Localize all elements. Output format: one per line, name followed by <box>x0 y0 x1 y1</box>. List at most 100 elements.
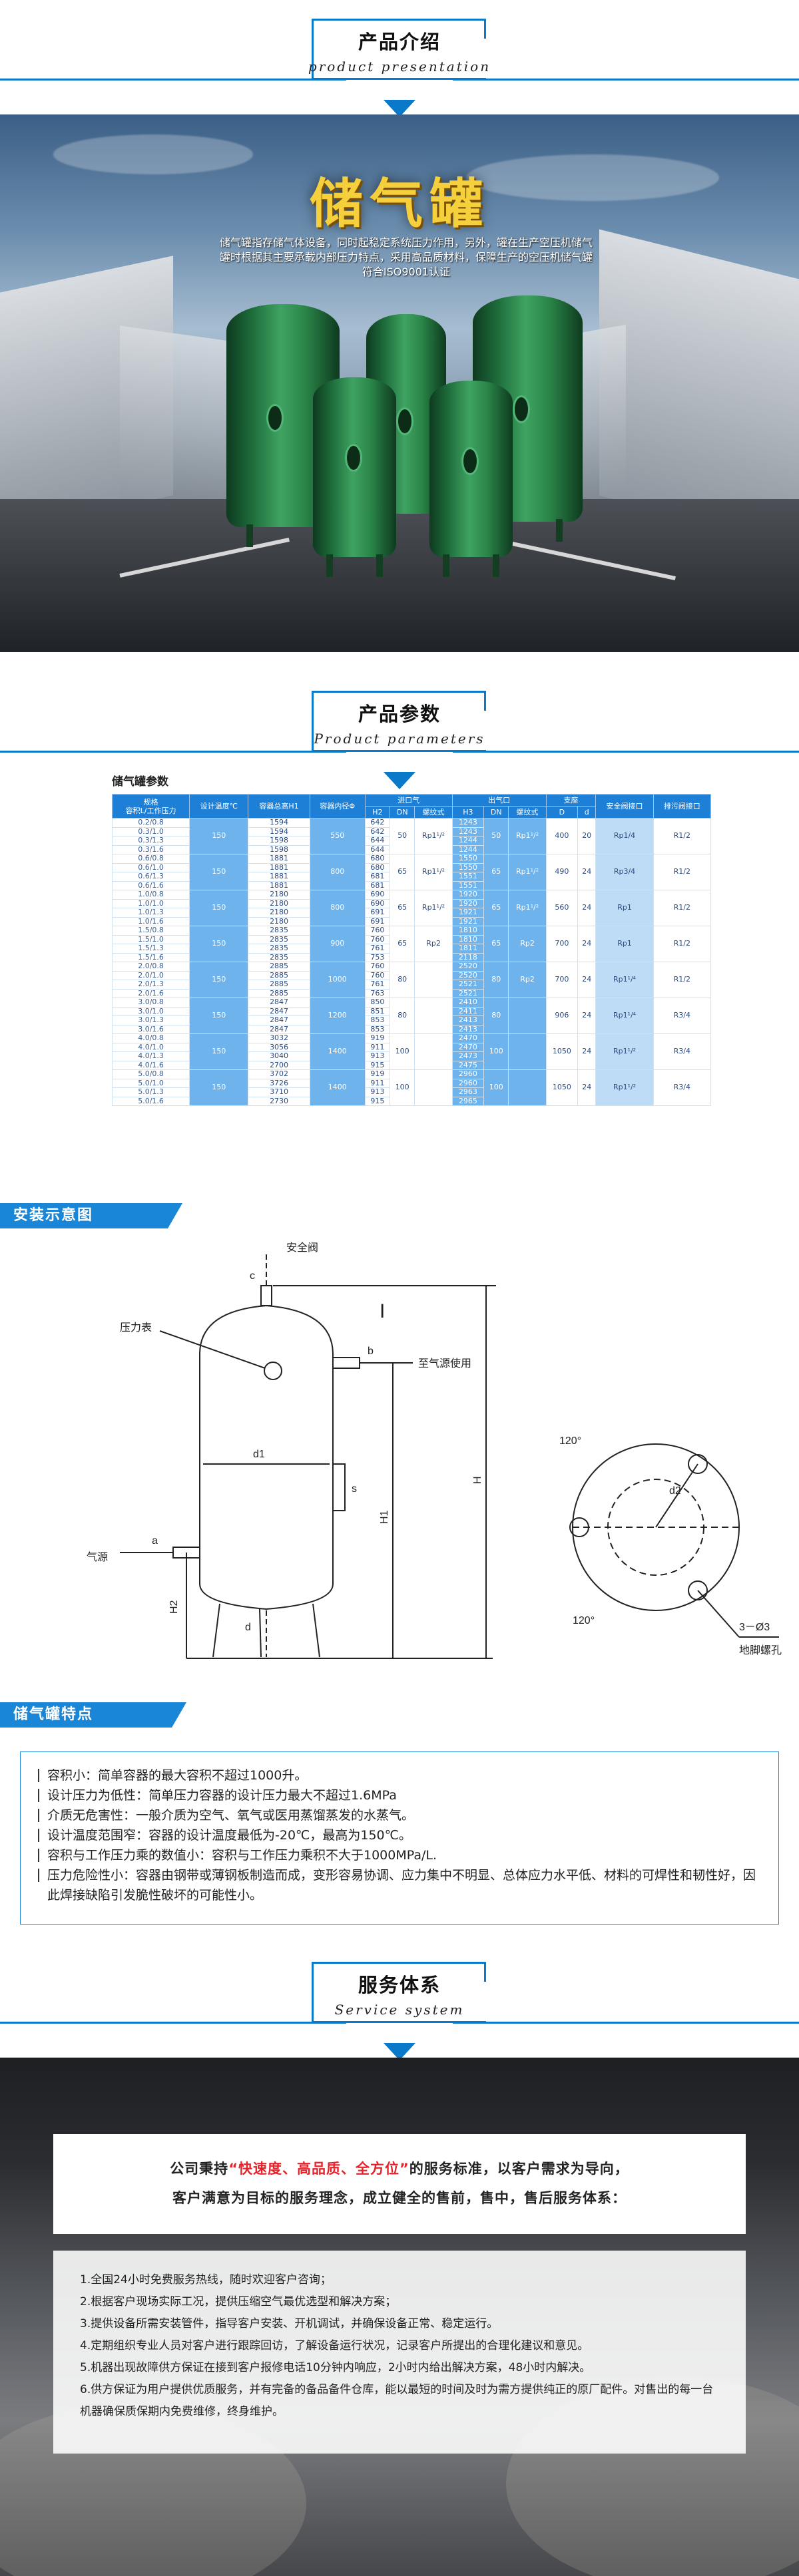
table-cell: 1598 <box>248 836 310 846</box>
table-cell: 915 <box>364 1060 391 1070</box>
table-cell: 24 <box>577 890 597 926</box>
title-down-arrow-icon <box>384 2043 415 2060</box>
service-intro-line1: 公司秉持“快速度、高品质、全方位”的服务标准，以客户需求为导向， <box>170 2161 629 2177</box>
table-cell: 2730 <box>248 1096 310 1106</box>
table-cell: 1594 <box>248 818 310 828</box>
table-cell: 1551 <box>451 872 485 882</box>
table-cell: 65 <box>390 890 415 926</box>
table-cell: Rp1¹/² <box>508 890 547 926</box>
table-cell: 3.0/1.6 <box>111 1024 190 1034</box>
table-cell: 2.0/1.3 <box>111 980 190 990</box>
table-cell: Rp1¹/² <box>595 1069 654 1106</box>
feature-item: 设计温度范围窄：容器的设计温度最低为-20℃，最高为150℃。 <box>38 1825 761 1845</box>
table-cell: 24 <box>577 1033 597 1070</box>
service-item: 6.供方保证为用户提供优质服务，并有完备的备品备件仓库，能以最短的时间及时为需方… <box>80 2383 714 2418</box>
intro-title-cn: 产品介绍 <box>358 31 441 53</box>
table-cell: 1400 <box>309 1069 366 1106</box>
params-table-caption: 储气罐参数 <box>112 775 168 789</box>
table-cell: 700 <box>545 962 579 998</box>
feature-item: 容积小：简单容器的最大容积不超过1000升。 <box>38 1765 761 1785</box>
table-cell: 50 <box>390 818 415 854</box>
table-cell: 1.5/1.0 <box>111 934 190 944</box>
table-cell <box>414 1069 453 1106</box>
table-cell: 2180 <box>248 898 310 908</box>
table-cell: Rp1¹/² <box>414 854 453 890</box>
table-cell <box>414 998 453 1034</box>
table-cell: 1921 <box>451 908 485 918</box>
table-cell: 150 <box>189 1033 249 1070</box>
table-cell: 900 <box>309 926 366 962</box>
col-safety: 安全阀接口 <box>595 794 654 819</box>
table-cell <box>508 1033 547 1070</box>
service-section: 公司秉持“快速度、高品质、全方位”的服务标准，以客户需求为导向， 客户满意为目标… <box>0 2058 799 2576</box>
features-section-bar: 储气罐特点 <box>0 1702 186 1728</box>
table-cell: 800 <box>309 854 366 890</box>
table-cell: 150 <box>189 818 249 854</box>
table-cell: 550 <box>309 818 366 854</box>
table-cell: Rp2 <box>508 962 547 998</box>
table-cell: 1.5/1.3 <box>111 944 190 954</box>
label-anchor: 地脚螺孔 <box>739 1644 782 1656</box>
table-cell: 24 <box>577 998 597 1034</box>
table-cell: 2847 <box>248 1024 310 1034</box>
title-down-arrow-icon <box>384 772 415 789</box>
table-cell: 2835 <box>248 926 310 936</box>
table-cell: 2521 <box>451 980 485 990</box>
table-cell: 2885 <box>248 962 310 972</box>
table-cell: 2885 <box>248 980 310 990</box>
table-cell: 1550 <box>451 862 485 872</box>
table-cell: 5.0/1.0 <box>111 1078 190 1088</box>
table-cell: 1000 <box>309 962 366 998</box>
table-cell: 5.0/1.6 <box>111 1096 190 1106</box>
table-cell: 760 <box>364 962 391 972</box>
service-intro-line2: 客户满意为目标的服务理念，成立健全的售前，售中，售后服务体系： <box>172 2190 627 2206</box>
table-cell: 2963 <box>451 1087 485 1097</box>
table-cell: 911 <box>364 1078 391 1088</box>
tank-leg-line <box>312 1603 320 1658</box>
table-cell: 753 <box>364 952 391 962</box>
table-cell: 150 <box>189 962 249 998</box>
table-cell: 2470 <box>451 1033 485 1043</box>
table-cell: 2.0/0.8 <box>111 962 190 972</box>
table-cell: 2413 <box>451 1015 485 1025</box>
table-cell: R1/2 <box>653 890 712 926</box>
service-list: 1.全国24小时免费服务热线，随时欢迎客户咨询；2.根据客户现场实际工况，提供压… <box>53 2251 746 2454</box>
table-cell: 853 <box>364 1024 391 1034</box>
col-drain: 排污阀接口 <box>653 794 712 819</box>
col-outlet-dn: DN <box>483 806 509 819</box>
table-cell: 2.0/1.0 <box>111 970 190 980</box>
col-inlet-thread: 螺纹式 <box>414 806 453 819</box>
label-d2: d2 <box>669 1485 681 1497</box>
table-cell: 700 <box>545 926 579 962</box>
install-section-bar: 安装示意图 <box>0 1203 182 1228</box>
table-cell: R1/2 <box>653 926 712 962</box>
label-to-air: 至气源使用 <box>418 1358 471 1370</box>
label-safety-valve: 安全阀 <box>286 1242 318 1254</box>
anchor-hole-shape <box>688 1454 708 1474</box>
table-cell: 2520 <box>451 970 485 980</box>
table-cell: 560 <box>545 890 579 926</box>
table-cell: 2411 <box>451 1006 485 1016</box>
table-cell: 1920 <box>451 898 485 908</box>
table-cell: 0.6/1.6 <box>111 880 190 890</box>
table-cell: 0.3/1.6 <box>111 844 190 854</box>
table-cell: 1050 <box>545 1069 579 1106</box>
table-cell: Rp1¹/² <box>414 818 453 854</box>
service-item: 3.提供设备所需安装管件，指导客户安装、开机调试，并确保设备正常、稳定运行。 <box>80 2317 499 2330</box>
table-cell: 2473 <box>451 1051 485 1061</box>
table-cell: 761 <box>364 980 391 990</box>
gauge-leader <box>159 1330 266 1369</box>
col-outlet-thread: 螺纹式 <box>508 806 547 819</box>
table-cell: 24 <box>577 962 597 998</box>
col-diameter: 容器内径Φ <box>309 794 366 819</box>
label-d1: d1 <box>253 1449 265 1460</box>
